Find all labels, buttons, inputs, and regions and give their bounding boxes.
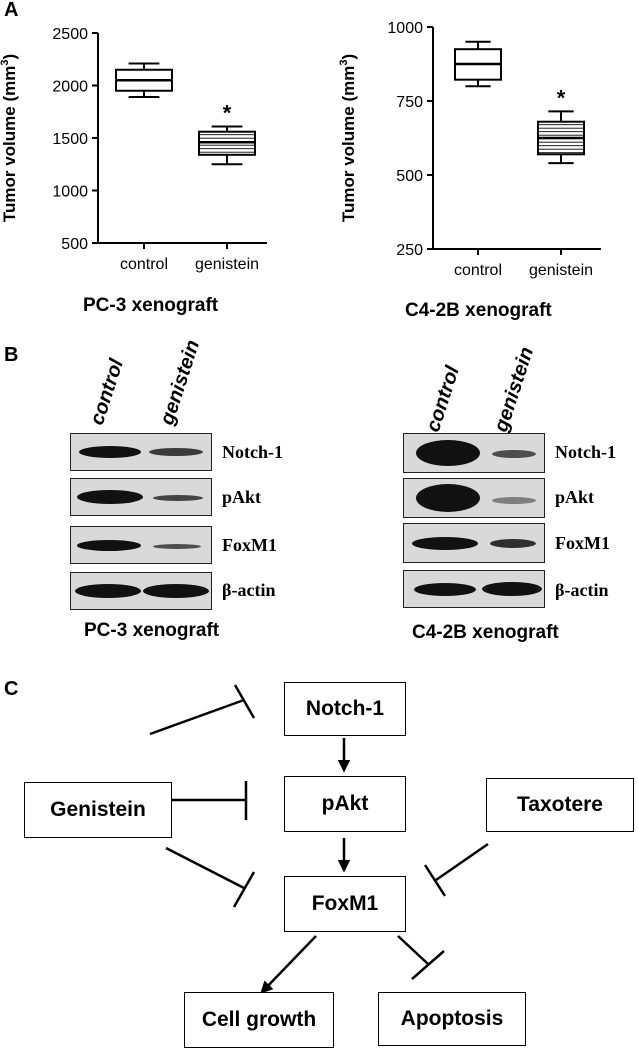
- protein-label-foxm1: FoxM1: [555, 533, 610, 553]
- y-tick-label: 1000: [387, 20, 423, 37]
- x-tick-label: genistein: [529, 262, 593, 279]
- blot-strip-pakt: [403, 478, 545, 518]
- protein-label-pakt: pAkt: [222, 487, 262, 507]
- node-foxm1: FoxM1: [284, 876, 406, 932]
- node-notch1: Notch-1: [284, 682, 406, 736]
- y-tick-label: 500: [61, 236, 88, 253]
- lane-label-control: control: [422, 363, 464, 435]
- protein-label-bactin: β-actin: [222, 580, 276, 600]
- protein-label-notch1: Notch-1: [555, 442, 616, 462]
- box-chart-pc3: 500 1000 1500 2000 2500 control genistein Tumor…: [0, 26, 267, 273]
- lane-label-control: control: [86, 356, 128, 428]
- panel-label-c: C: [4, 678, 19, 700]
- y-tick-label: 1000: [52, 184, 88, 201]
- pathway-arrows: [149, 684, 489, 994]
- y-axis-label: Tumor volume (mm3): [0, 54, 19, 222]
- box-control: [115, 62, 173, 99]
- blot-strip-notch1: [403, 433, 545, 473]
- y-tick-label: 500: [396, 168, 423, 185]
- chart-caption-pc3: PC-3 xenograft: [83, 295, 219, 316]
- box-chart-c42b: 250 500 750 1000 control genistein Tumor volum…: [338, 20, 601, 279]
- x-tick-label: genistein: [195, 256, 259, 273]
- blot-caption-c42b: C4-2B xenograft: [412, 622, 559, 643]
- panel-label-a: A: [4, 0, 19, 21]
- node-taxotere: Taxotere: [486, 778, 634, 832]
- x-tick-label: control: [454, 262, 502, 279]
- y-tick-label: 2500: [52, 26, 88, 43]
- blot-strip-foxm1: [70, 526, 212, 564]
- node-genistein: Genistein: [24, 782, 172, 838]
- x-tick-label: control: [120, 256, 168, 273]
- blot-strip-foxm1: [403, 523, 545, 563]
- panel-label-b: B: [4, 344, 19, 366]
- box-genistein: [198, 125, 256, 166]
- node-pakt: pAkt: [284, 776, 406, 832]
- protein-label-bactin: β-actin: [555, 580, 609, 600]
- node-apoptosis: Apoptosis: [378, 992, 526, 1046]
- blot-strip-bactin: [70, 572, 212, 610]
- inhibit-genistein-notch: [149, 698, 245, 736]
- blot-strip-bactin: [403, 570, 545, 608]
- panel-a-charts: 500 1000 1500 2000 2500 control genistein Tumor…: [0, 20, 601, 279]
- protein-label-foxm1: FoxM1: [222, 535, 277, 555]
- inhibit-taxotere-foxm1: [435, 842, 489, 882]
- blot-strip-notch1: [70, 433, 212, 471]
- inhibit-foxm1-apoptosis: [397, 935, 429, 965]
- inhibit-genistein-foxm1: [165, 846, 245, 890]
- y-axis-label: Tumor volume (mm3): [338, 54, 358, 222]
- protein-label-pakt: pAkt: [555, 487, 595, 507]
- protein-label-notch1: Notch-1: [222, 442, 283, 462]
- significance-asterisk: *: [557, 85, 566, 110]
- y-tick-label: 250: [396, 242, 423, 259]
- blot-caption-pc3: PC-3 xenograft: [84, 620, 220, 641]
- y-tick-label: 1500: [52, 131, 88, 148]
- y-tick-label: 750: [396, 94, 423, 111]
- significance-asterisk: *: [223, 100, 232, 125]
- chart-caption-c42b: C4-2B xenograft: [405, 300, 552, 321]
- y-tick-label: 2000: [52, 79, 88, 96]
- lane-label-genistein: genistein: [156, 337, 205, 428]
- arrow-foxm1-to-cell-growth: [260, 935, 317, 994]
- box-control: [454, 40, 502, 88]
- node-cell-growth: Cell growth: [184, 992, 334, 1048]
- blot-strip-pakt: [70, 478, 212, 516]
- lane-label-genistein: genistein: [490, 344, 539, 435]
- box-genistein: [537, 110, 585, 165]
